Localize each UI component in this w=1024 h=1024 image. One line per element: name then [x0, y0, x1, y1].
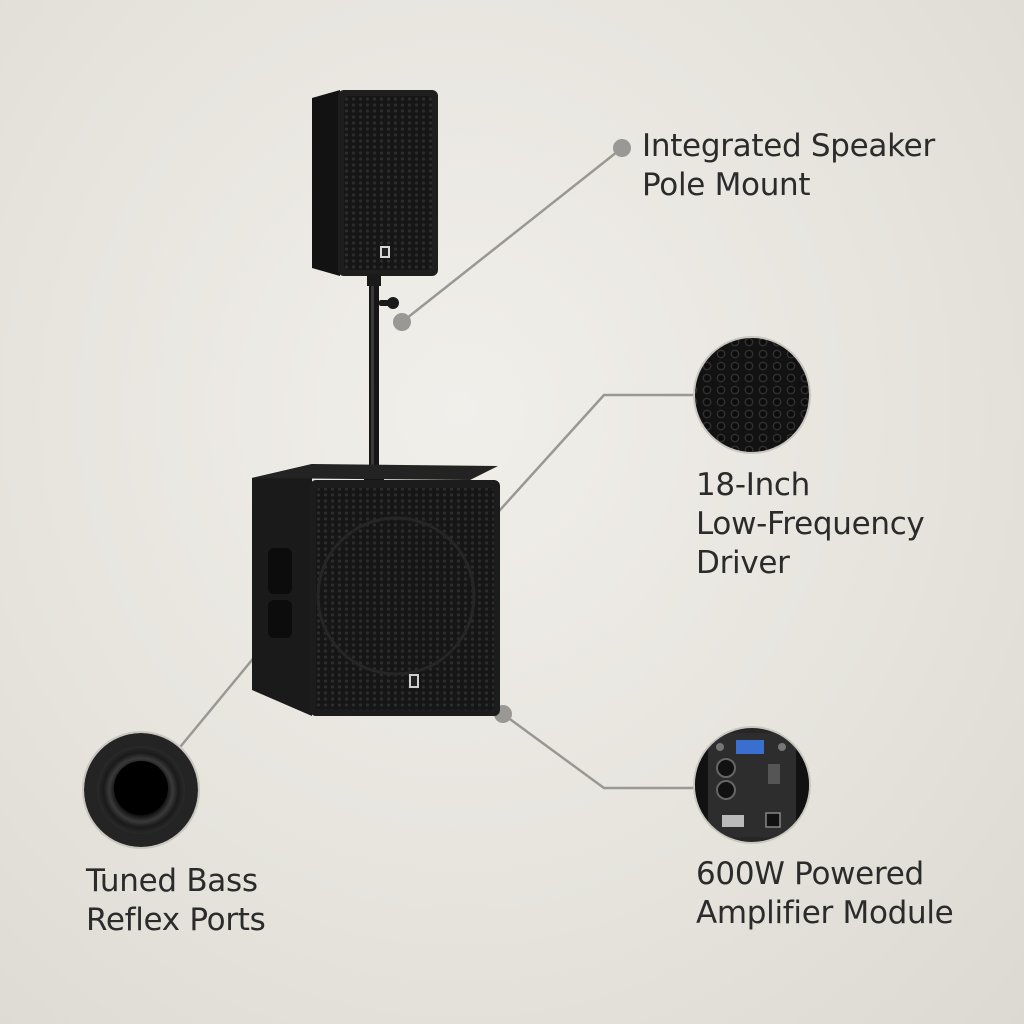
leader-line-amp [502, 712, 696, 790]
amplifier-detail-circle [693, 726, 811, 844]
callout-driver-line-3: Driver [696, 545, 790, 581]
callout-ports-line-2: Reflex Ports [86, 902, 266, 938]
leader-line-pole [401, 147, 623, 323]
callout-driver: 18-Inch Low-Frequency Driver [696, 466, 925, 583]
callout-amplifier-line-1: 600W Powered [696, 856, 924, 892]
callout-driver-line-2: Low-Frequency [696, 506, 925, 542]
port-detail-circle [82, 731, 200, 849]
top-speaker [312, 90, 438, 276]
callout-driver-line-1: 18-Inch [696, 467, 811, 503]
callout-ports-line-1: Tuned Bass [86, 863, 258, 899]
speaker-pole [364, 274, 399, 482]
callout-pole-mount-line-2: Pole Mount [642, 167, 811, 203]
callout-ports: Tuned Bass Reflex Ports [86, 862, 266, 940]
driver-detail-circle [693, 336, 811, 454]
callout-pole-mount-line-1: Integrated Speaker [642, 128, 935, 164]
subwoofer [252, 464, 500, 716]
callout-amplifier: 600W Powered Amplifier Module [696, 855, 954, 933]
callout-pole-mount: Integrated Speaker Pole Mount [642, 127, 935, 205]
callout-amplifier-line-2: Amplifier Module [696, 895, 954, 931]
